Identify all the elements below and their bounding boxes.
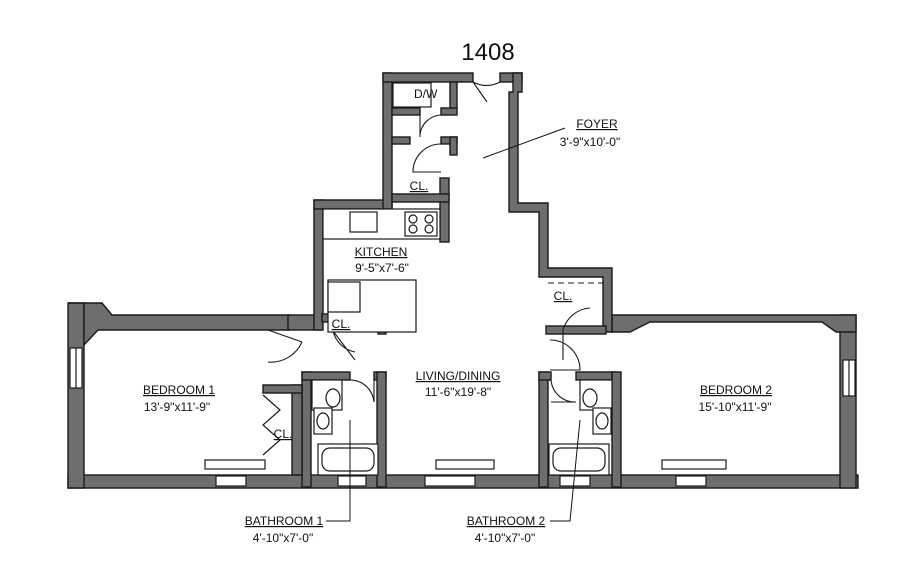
windows [69, 347, 856, 487]
foyer-label: FOYER [576, 117, 618, 131]
bedroom1-size: 13'-9"x11'-9" [144, 400, 210, 414]
sink-icon [349, 211, 378, 233]
bathroom1-size: 4'-10"x7'-0" [253, 531, 313, 545]
kitchen-fixtures [322, 82, 441, 333]
bathroom2-label: BATHROOM 2 [467, 514, 546, 528]
closet-bedroom2-label: CL. [554, 289, 573, 303]
bedroom2-label: BEDROOM 2 [700, 383, 772, 397]
closet-bedroom1-label: CL. [274, 427, 293, 441]
dishwasher-label: D/W [414, 87, 438, 101]
bathroom2-size: 4'-10"x7'-0" [475, 531, 535, 545]
unit-number: 1408 [461, 39, 514, 66]
bathroom1-label: BATHROOM 1 [245, 514, 324, 528]
radiators [204, 459, 727, 470]
dishwasher-box [392, 82, 432, 108]
kitchen-size: 9'-5"x7'-6" [355, 261, 409, 275]
closet-foyer-label: CL. [410, 179, 429, 193]
closet-kitchen-label: CL. [332, 317, 351, 331]
bedroom1-label: BEDROOM 1 [143, 383, 215, 397]
stove-icon [404, 211, 438, 237]
room-labels: D/W FOYER 3'-9"x10'-0" CL. KITCHEN 9'-5"… [143, 87, 772, 545]
foyer-size: 3'-9"x10'-0" [560, 135, 620, 149]
doors [262, 81, 591, 456]
walls [67, 72, 859, 489]
living-label: LIVING/DINING [416, 369, 501, 383]
living-size: 11'-6"x19'-8" [425, 385, 491, 399]
bedroom2-size: 15'-10"x11'-9" [699, 400, 772, 414]
bath-fixtures [311, 379, 613, 476]
kitchen-label: KITCHEN [355, 245, 408, 259]
